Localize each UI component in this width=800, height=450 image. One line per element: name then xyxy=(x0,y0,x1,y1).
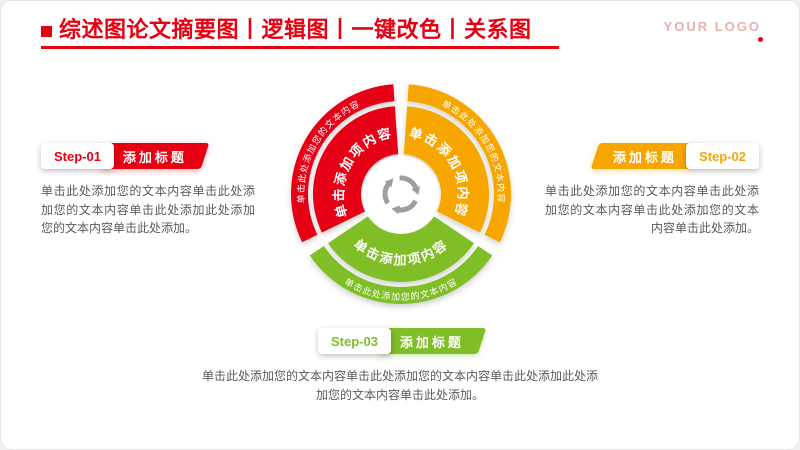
step3-label: Step-03 xyxy=(318,328,391,354)
step1-body: 单击此处添加您的文本内容单击此处添加您的文本内容单击此处添加此处添加您的文本内容… xyxy=(41,184,255,236)
step1-banner: 添加标题 xyxy=(100,143,210,169)
cycle-diagram: 单击添加项内容 单击添加项内容 单击添加项内容 单击此处添加您的文本内容 单击此… xyxy=(290,84,512,304)
step1-card: Step-01 添加标题 xyxy=(41,143,210,169)
segment-yellow xyxy=(403,106,489,233)
step3-banner: 添加标题 xyxy=(377,328,487,354)
segment-red xyxy=(313,106,399,233)
title-bullet-square xyxy=(41,26,52,37)
outer-band-green xyxy=(309,246,493,304)
step2-banner-text: 添加标题 xyxy=(613,149,678,165)
step1-label: Step-01 xyxy=(41,143,114,169)
step2-label: Step-02 xyxy=(686,143,759,169)
center-circle xyxy=(363,156,439,232)
step2-card: 添加标题 Step-02 xyxy=(590,143,759,169)
step1-banner-text: 添加标题 xyxy=(122,149,187,165)
step2-banner: 添加标题 xyxy=(590,143,700,169)
title-underline xyxy=(41,46,559,49)
step3-banner-text: 添加标题 xyxy=(399,334,464,350)
step3-card: Step-03 添加标题 xyxy=(318,328,487,354)
logo-dot xyxy=(758,37,763,42)
segment-green xyxy=(328,216,474,282)
outer-band-red xyxy=(290,84,395,243)
step2-body: 单击此处添加您的文本内容单击此处添加您的文本内容单击此处添加您的文本内容单击此处… xyxy=(545,184,759,236)
outer-band-yellow xyxy=(407,84,512,243)
slide-title: 综述图论文摘要图丨逻辑图丨一键改色丨关系图 xyxy=(59,17,532,42)
logo-text: YOUR LOGO xyxy=(663,19,761,34)
step3-body: 单击此处添加您的文本内容单击此处添加您的文本内容单击此处添加此处添加您的文本内容… xyxy=(201,369,598,402)
